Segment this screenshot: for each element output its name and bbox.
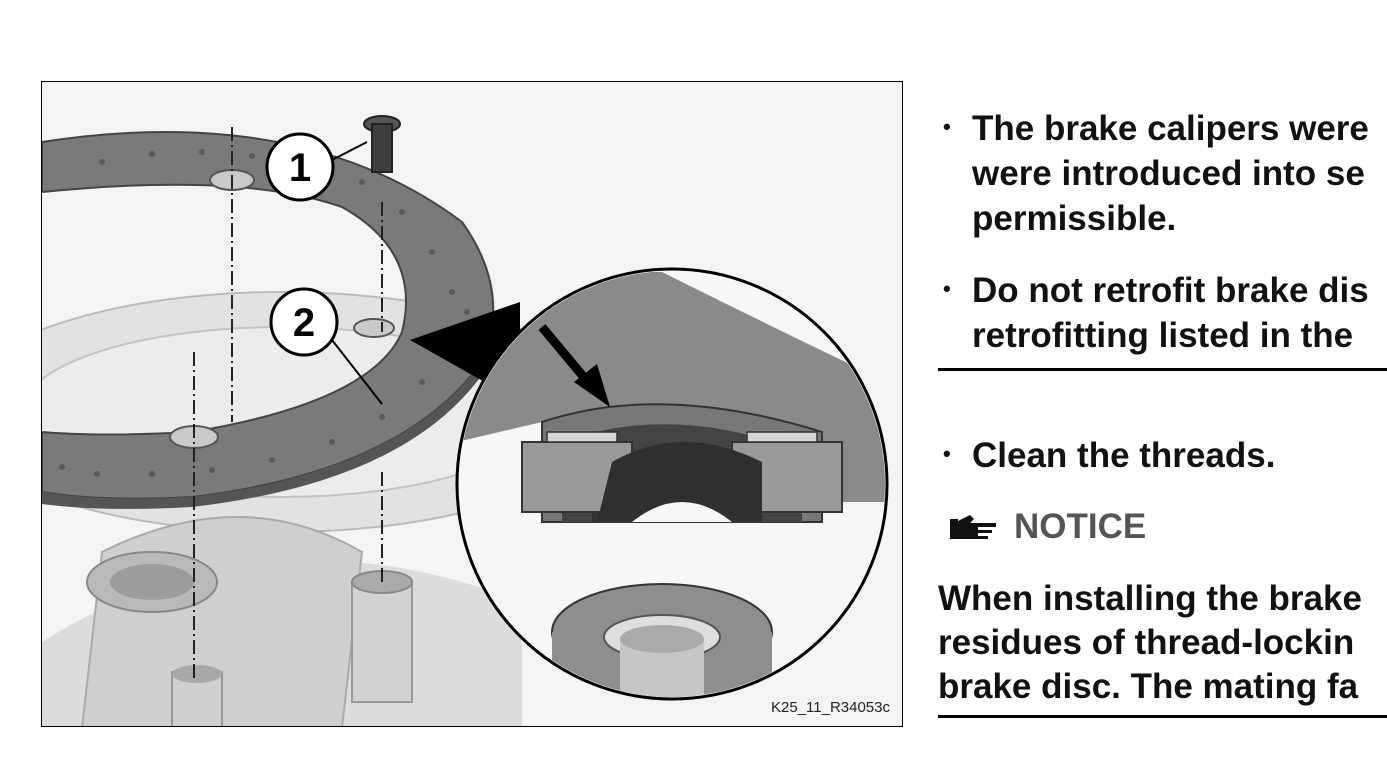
notice-line: residues of thread-lockin: [938, 623, 1355, 662]
bullet-line: were introduced into se: [972, 154, 1365, 193]
callout-1-label: 1: [289, 146, 311, 190]
notice-heading: NOTICE: [948, 506, 1146, 548]
brake-disc-diagram: 1 2: [42, 82, 902, 726]
notice-label: NOTICE: [1014, 507, 1147, 546]
bullet-line: Clean the threads.: [972, 436, 1276, 475]
bullet-line: retrofitting listed in the: [972, 316, 1354, 355]
bullet-dot-icon: •: [943, 114, 951, 139]
instructions-column: • The brake calipers were were introduce…: [938, 0, 1387, 781]
bullet-line: permissible.: [972, 199, 1177, 238]
bullet-dot-icon: •: [943, 441, 951, 466]
notice-text: When installing the brake residues of th…: [938, 577, 1362, 709]
notice-line: brake disc. The mating fa: [938, 667, 1359, 706]
callout-2-label: 2: [293, 301, 315, 345]
figure-id-label: K25_11_R34053c: [771, 699, 890, 716]
section-divider: [938, 368, 1387, 371]
pointing-hand-icon: [950, 515, 996, 539]
bullet-line: The brake calipers were: [972, 109, 1369, 148]
bullet-line: Do not retrofit brake dis: [972, 271, 1369, 310]
section-divider: [938, 715, 1387, 718]
notice-line: When installing the brake: [938, 579, 1362, 618]
bullet-dot-icon: •: [943, 276, 951, 301]
illustration: 1 2 K2: [41, 81, 903, 727]
